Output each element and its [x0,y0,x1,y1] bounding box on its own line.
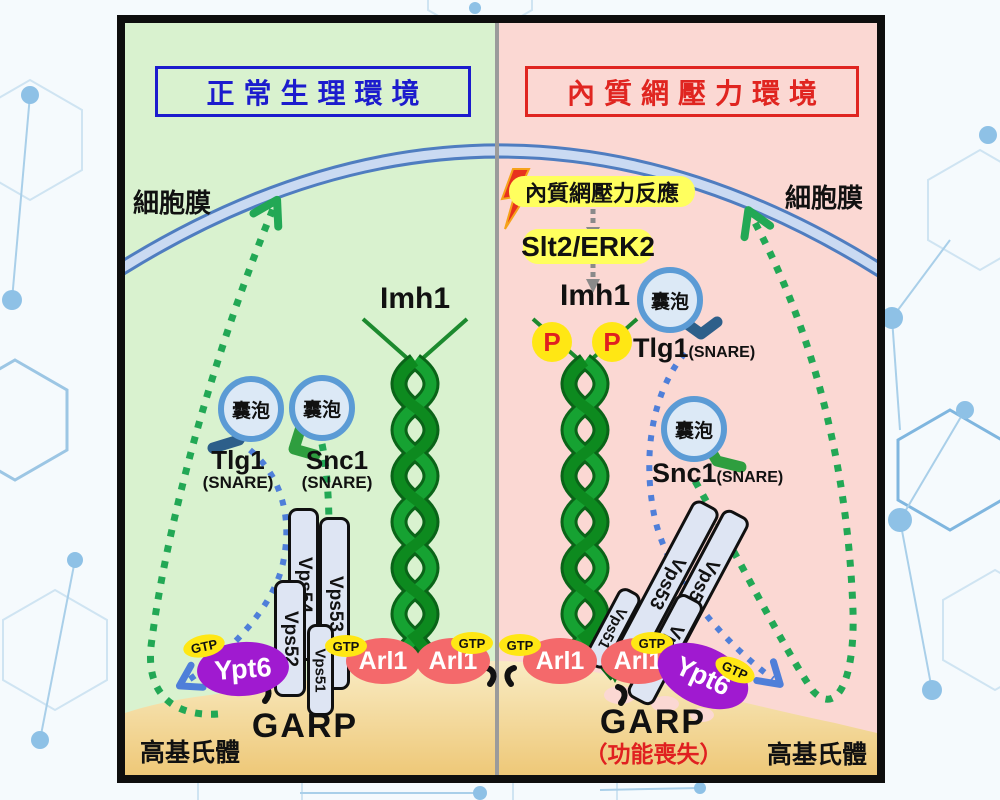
vesicle-snc1-left: 囊泡 [289,375,355,441]
gtp-badge-arl1-left-1: GTP [325,635,367,657]
vesicle-label: 囊泡 [302,398,341,421]
snc1-label-left: Snc1 [305,445,369,475]
tlg1-snare-tag-right: (SNARE) [688,344,756,361]
diagram-panel: 正常生理環境 內質網壓力環境 細胞膜 細胞膜 內質網壓力反應 Slt2/ERK2… [117,15,885,783]
stress-response-label: 內質網壓力反應 [509,176,695,207]
vesicle-label: 囊泡 [674,419,713,442]
phospho-badge-left: P [532,322,572,362]
tlg1-label-left: Tlg1 [211,445,265,475]
vesicle-label: 囊泡 [650,290,689,313]
tlg1-label-right: Tlg1(SNARE) [633,333,755,364]
gtp-badge-arl1-right-1: GTP [499,634,541,656]
snc1-name: Snc1 [652,458,717,488]
title-er-stress-condition: 內質網壓力環境 [525,66,859,117]
hex-links [11,94,966,794]
tlg1-name: Tlg1 [633,333,689,363]
vesicle-snc1-right: 囊泡 [661,396,727,462]
snc1-label-right: Snc1(SNARE) [652,458,783,489]
snc1-snare-tag-right: (SNARE) [716,469,784,486]
gtp-badge-arl1-left-2: GTP [451,632,493,654]
golgi-label-left: 高基氏體 [140,738,241,767]
snc1-snare-tag-left: (SNARE) [301,473,373,492]
membrane-label-left: 細胞膜 [133,189,212,219]
garp-label-left: GARP [251,707,359,745]
garp-status-label: （功能喪失） [584,741,723,768]
membrane-label-right: 細胞膜 [785,184,864,214]
tlg1-snare-tag-left: (SNARE) [202,473,274,492]
golgi-label-right: 高基氏體 [767,740,868,769]
vesicle-tlg1-left: 囊泡 [218,376,284,442]
subunit-label: Vps53 [324,575,346,632]
vesicle-tlg1-right: 囊泡 [637,267,703,333]
imh1-label-left: Imh1 [379,282,451,315]
kinase-label: Slt2/ERK2 [521,229,655,264]
vesicle-label: 囊泡 [231,399,270,422]
imh1-label-right: Imh1 [559,279,631,312]
phospho-badge-right: P [592,322,632,362]
title-normal-condition: 正常生理環境 [155,66,471,117]
subunit-label: Vps51 [312,647,330,693]
